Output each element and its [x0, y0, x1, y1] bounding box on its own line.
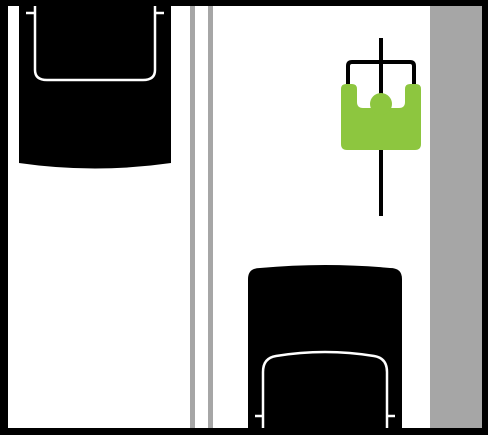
car-upper-left-icon: [19, 6, 171, 169]
lane-divider-line-right: [208, 6, 213, 428]
cyclist-icon: [341, 38, 421, 216]
sidewalk: [430, 6, 482, 428]
car-lower-right-icon: [248, 265, 402, 428]
bicycle-handlebar-icon: [346, 60, 416, 84]
car-body: [19, 6, 171, 169]
car-window-outline: [33, 6, 157, 82]
rider-helmet-icon: [370, 93, 392, 115]
lane-divider-line-left: [190, 6, 195, 428]
rider-body-icon: [341, 84, 421, 150]
car-window-outline: [261, 350, 389, 428]
car-body: [248, 265, 402, 428]
lane-divider: [190, 6, 213, 428]
